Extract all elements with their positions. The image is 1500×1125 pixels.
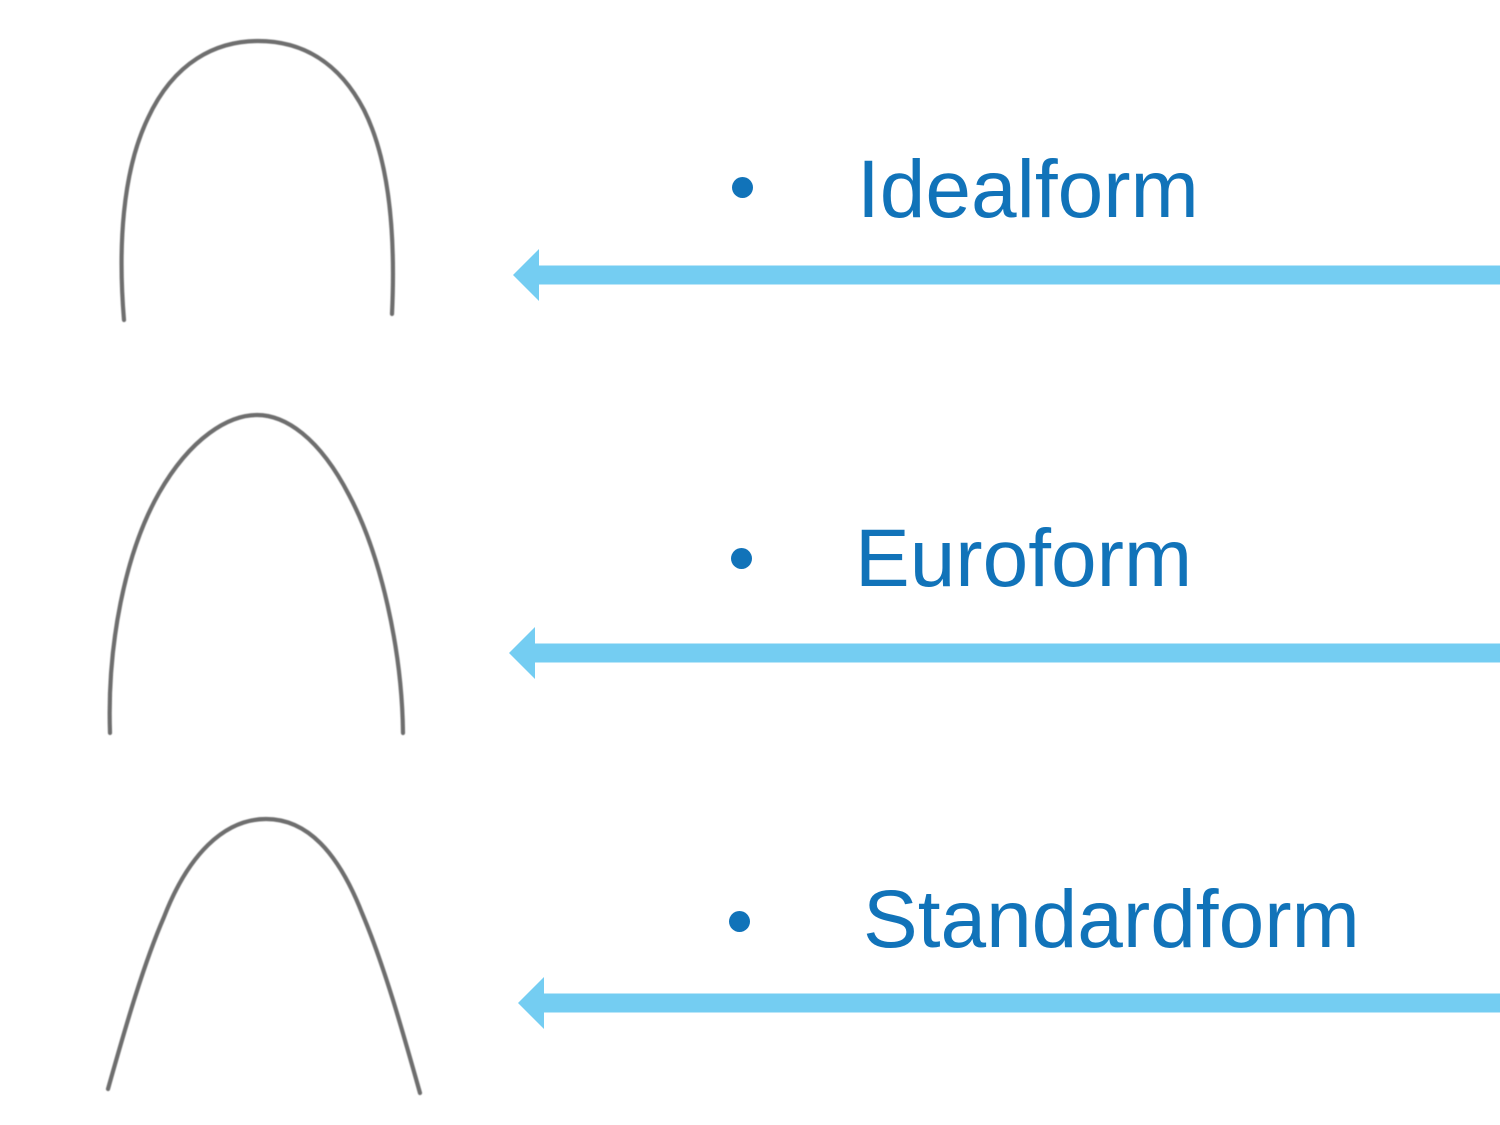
bullet-icon (732, 177, 753, 198)
bullet-icon (731, 548, 752, 569)
label-standardform: Standardform (863, 874, 1360, 965)
standardform-archwire-image (105, 816, 423, 1096)
left-arrow-icon (509, 627, 1500, 679)
idealform-archwire-image (119, 38, 396, 323)
label-euroform: Euroform (855, 513, 1193, 604)
left-arrow-icon (513, 249, 1500, 301)
left-arrow-icon (518, 977, 1500, 1029)
bullet-icon (729, 911, 750, 932)
euroform-archwire-image (107, 412, 406, 736)
label-idealform: Idealform (857, 144, 1199, 235)
